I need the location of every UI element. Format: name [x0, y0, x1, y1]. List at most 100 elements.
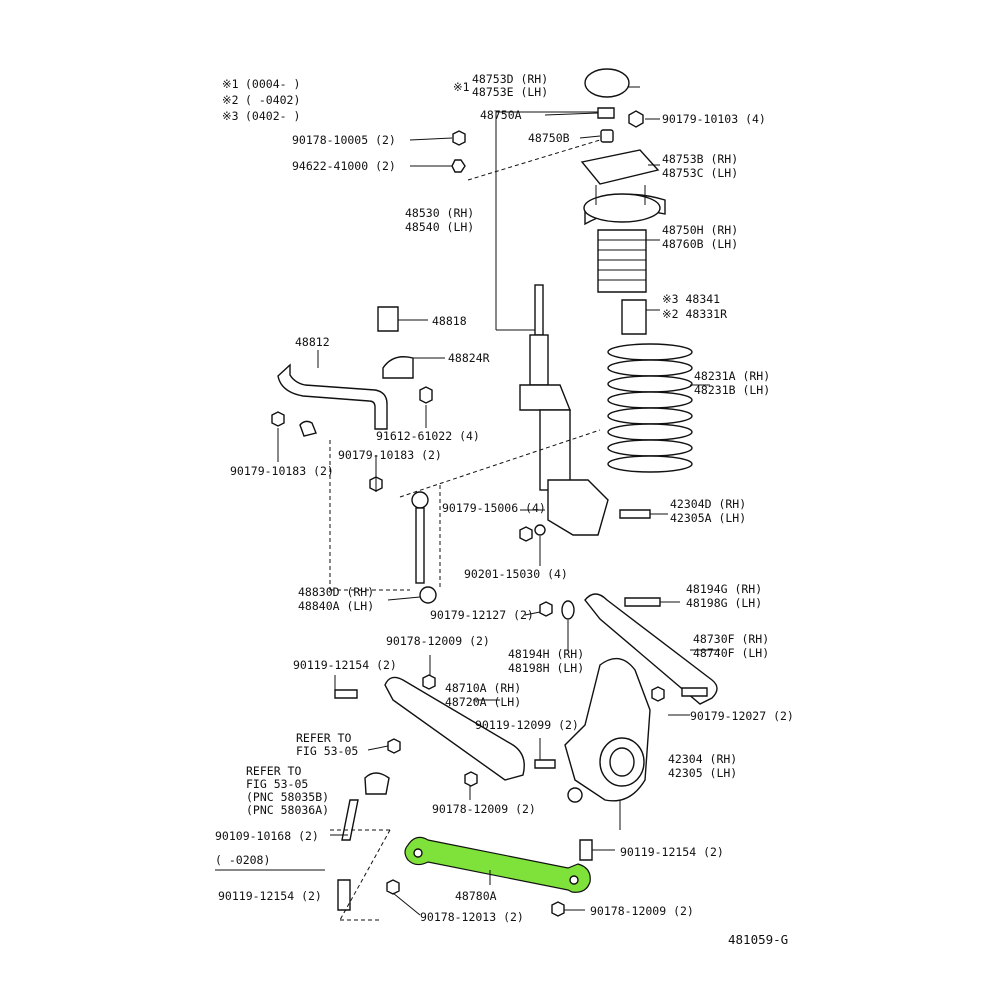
- coil-spring-48231A-icon: [607, 343, 693, 473]
- label-48540: 48540 (LH): [405, 220, 474, 234]
- stabilizer-end-icon: [299, 420, 317, 437]
- label-90178-10005: 90178-10005 (2): [292, 133, 396, 147]
- cap-48753-icon: [584, 68, 630, 98]
- legend-range-3: (0402- ): [245, 109, 300, 123]
- knuckle-42304-icon: [564, 657, 651, 803]
- label-90178-12013: 90178-12013 (2): [420, 910, 524, 924]
- label-42304D: 42304D (RH): [670, 497, 746, 511]
- bracket-refer-icon: [364, 772, 390, 795]
- stabilizer-bar-48812-icon: [277, 363, 388, 430]
- label-42305: 42305 (LH): [668, 766, 737, 780]
- label-90178-12009c: 90178-12009 (2): [590, 904, 694, 918]
- label-48194H: 48194H (RH): [508, 647, 584, 661]
- bellows-48750H-icon: [597, 229, 647, 293]
- label-90179-10183a: 90179-10183 (2): [230, 464, 334, 478]
- legend: ※1 (0004- ) ※2 ( -0402) ※3 (0402- ): [222, 77, 300, 123]
- strut-48530-icon: [519, 284, 609, 536]
- label-48710A: 48710A (RH): [445, 681, 521, 695]
- label-48198H: 48198H (LH): [508, 661, 584, 675]
- label-48780A: 48780A: [455, 889, 497, 903]
- nut-90179-12127-icon: [539, 601, 553, 617]
- legend-range-2: ( -0402): [245, 93, 300, 107]
- nut-90178-12009a-icon: [422, 674, 436, 690]
- label-48750A: 48750A: [480, 108, 522, 122]
- legend-mark-1: ※1: [222, 77, 239, 91]
- label-90119-12099: 90119-12099 (2): [475, 718, 579, 732]
- arm-48710A-icon: [384, 676, 525, 781]
- label-48331R: ※2 48331R: [662, 307, 727, 321]
- nut-90179-15006-icon: [519, 526, 533, 542]
- bracket-48824R-icon: [382, 356, 414, 379]
- label-48760B: 48760B (LH): [662, 237, 738, 251]
- bushing-48818-icon: [377, 306, 399, 332]
- label-42304: 42304 (RH): [668, 752, 737, 766]
- label-90179-12127: 90179-12127 (2): [430, 608, 534, 622]
- label-range: ( -0208): [215, 853, 270, 867]
- label-48753-rh: 48753D (RH): [472, 72, 548, 86]
- label-refer1-b: FIG 53-05: [296, 744, 358, 758]
- label-91612: 91612-61022 (4): [376, 429, 480, 443]
- label-48840A: 48840A (LH): [298, 599, 374, 613]
- plate-48753B-icon: [580, 149, 660, 185]
- label-48198G: 48198G (LH): [686, 596, 762, 610]
- label-48740F: 48740F (LH): [693, 646, 769, 660]
- label-48824R: 48824R: [448, 351, 490, 365]
- legend-range-1: (0004- ): [245, 77, 300, 91]
- label-refer2-a: REFER TO: [246, 764, 301, 778]
- label-48812: 48812: [295, 335, 330, 349]
- bolt-90119-12154c-icon: [337, 879, 351, 911]
- bolt-91612-icon: [419, 386, 433, 404]
- label-90179-10103: 90179-10103 (4): [662, 112, 766, 126]
- label-48341: ※3 48341: [662, 292, 720, 306]
- label-90109: 90109-10168 (2): [215, 829, 319, 843]
- stabilizer-link-48830D-icon: [411, 491, 437, 604]
- nut-90179-10103-icon: [628, 110, 644, 128]
- label-48830D: 48830D (RH): [298, 585, 374, 599]
- label-90119-12154a: 90119-12154 (2): [293, 658, 397, 672]
- arm-48730F-icon: [584, 593, 718, 705]
- label-90201: 90201-15030 (4): [464, 567, 568, 581]
- bushing-48194H-icon: [561, 600, 575, 620]
- nut-90178-12009c-icon: [551, 901, 565, 917]
- label-48530: 48530 (RH): [405, 206, 474, 220]
- label-90179-10183b: 90179-10183 (2): [338, 448, 442, 462]
- label-48750H: 48750H (RH): [662, 223, 738, 237]
- label-94622-41000: 94622-41000 (2): [292, 159, 396, 173]
- legend-mark-3: ※3: [222, 109, 239, 123]
- diagram-id: 481059-G: [728, 932, 788, 947]
- label-48753-mark: ※1: [453, 80, 470, 94]
- nut-90178-12009b-icon: [464, 771, 478, 787]
- label-90179-12027: 90179-12027 (2): [690, 709, 794, 723]
- nut-90178-10005-icon: [452, 130, 466, 146]
- nut-48750A-icon: [597, 107, 615, 119]
- label-refer1-a: REFER TO: [296, 731, 351, 745]
- nut-90178-12013-icon: [386, 879, 400, 895]
- label-90179-15006: 90179-15006 (4): [442, 501, 546, 515]
- label-90178-12009b: 90178-12009 (2): [432, 802, 536, 816]
- label-refer2-b: FIG 53-05: [246, 777, 308, 791]
- label-48231A: 48231A (RH): [694, 369, 770, 383]
- label-48753-lh: 48753E (LH): [472, 85, 548, 99]
- label-48194G: 48194G (RH): [686, 582, 762, 596]
- washer-94622-41000-icon: [451, 159, 466, 173]
- nut-90179-10183a-icon: [271, 411, 285, 427]
- label-90119-12154b: 90119-12154 (2): [620, 845, 724, 859]
- legend-mark-2: ※2: [222, 93, 239, 107]
- bolt-90119-12099-icon: [534, 759, 556, 769]
- bolt-90109-icon: [341, 799, 359, 841]
- nut-42304-icon: [651, 686, 665, 702]
- label-48730F: 48730F (RH): [693, 632, 769, 646]
- label-refer2-c: (PNC 58035B): [246, 790, 329, 804]
- label-48720A: 48720A (LH): [445, 695, 521, 709]
- label-48750B: 48750B: [528, 131, 570, 145]
- bolt-42304D-icon: [619, 509, 651, 519]
- label-42305A: 42305A (LH): [670, 511, 746, 525]
- label-90178-12009a: 90178-12009 (2): [386, 634, 490, 648]
- nut-refer-icon: [387, 738, 401, 754]
- label-48818: 48818: [432, 314, 467, 328]
- bolt-48194G-icon: [624, 597, 661, 607]
- arm-48780A-highlight[interactable]: [404, 836, 591, 893]
- bolt-90179-12027-icon: [681, 687, 708, 697]
